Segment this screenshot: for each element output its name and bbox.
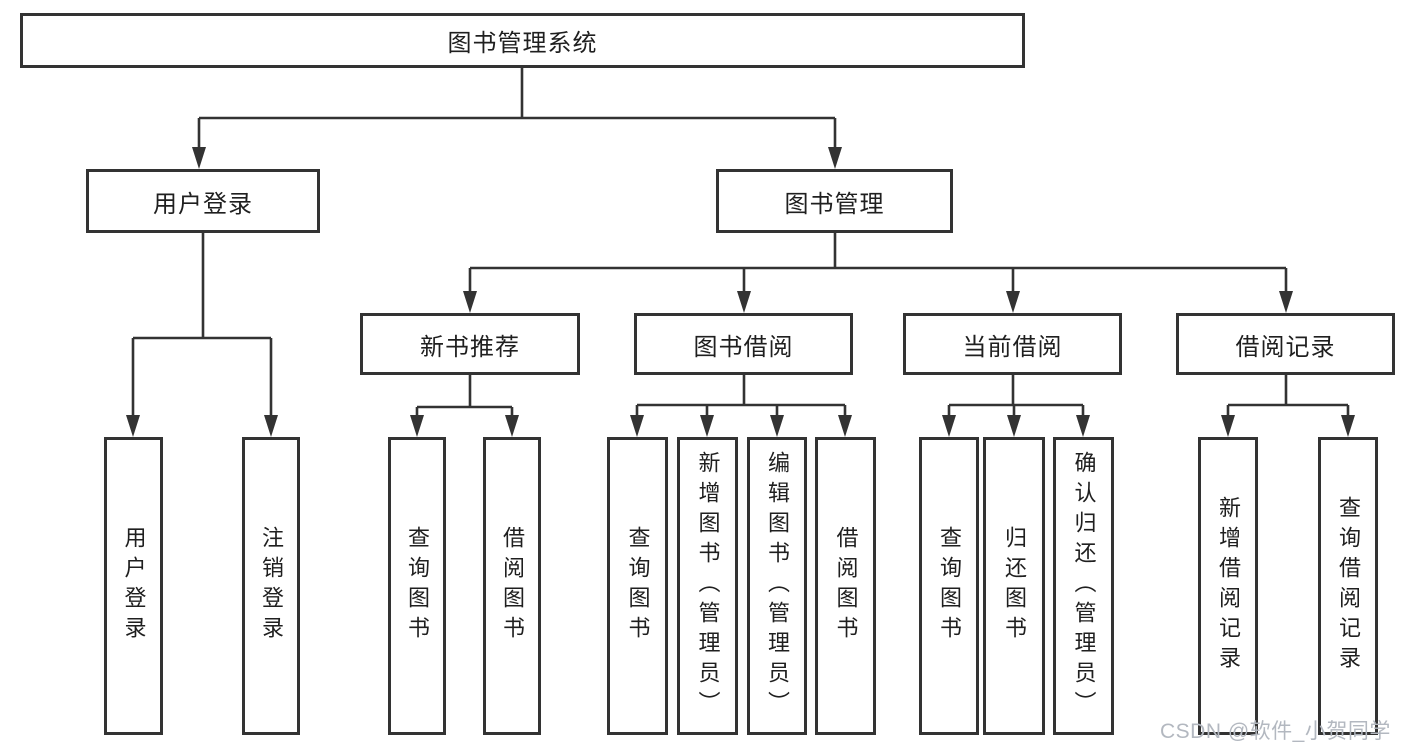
node-book-borrowing: 图书借阅 <box>634 313 853 375</box>
node-current-borrowing: 当前借阅 <box>903 313 1122 375</box>
node-recommend-borrow-books: 借阅图书 <box>483 437 541 735</box>
node-records-add-record: 新增借阅记录 <box>1198 437 1258 735</box>
node-borrowing-borrow-books: 借阅图书 <box>815 437 876 735</box>
node-recommend-query-books: 查询图书 <box>388 437 446 735</box>
node-new-book-recommend: 新书推荐 <box>360 313 580 375</box>
node-borrowing-query-books: 查询图书 <box>607 437 668 735</box>
node-borrowing-add-books-admin: 新增图书（管理员） <box>677 437 738 735</box>
node-records-query-record: 查询借阅记录 <box>1318 437 1378 735</box>
node-book-management: 图书管理 <box>716 169 953 233</box>
node-root-system: 图书管理系统 <box>20 13 1025 68</box>
node-current-return-books: 归还图书 <box>983 437 1045 735</box>
node-user-login: 用户登录 <box>86 169 320 233</box>
node-login-logout: 注销登录 <box>242 437 300 735</box>
node-borrow-records: 借阅记录 <box>1176 313 1395 375</box>
node-current-confirm-return-admin: 确认归还（管理员） <box>1053 437 1114 735</box>
node-login-user-login: 用户登录 <box>104 437 163 735</box>
node-current-query-books: 查询图书 <box>919 437 979 735</box>
node-borrowing-edit-books-admin: 编辑图书（管理员） <box>747 437 807 735</box>
